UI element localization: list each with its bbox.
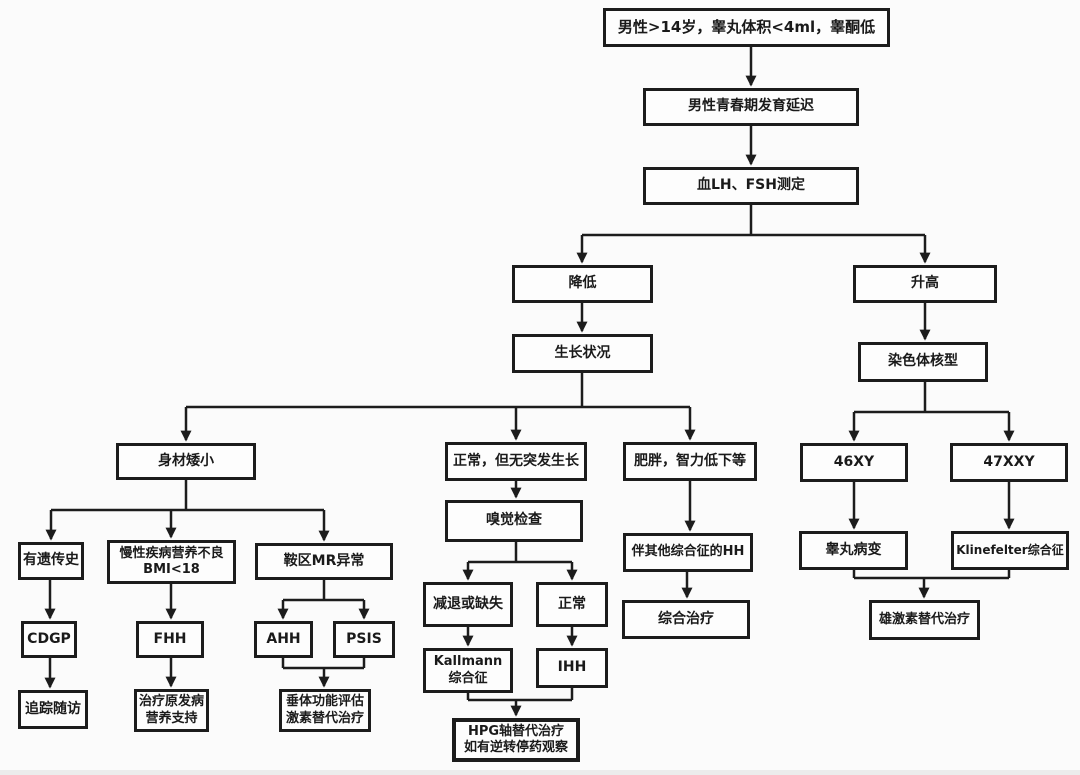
stem-lhfsh-split — [582, 205, 925, 237]
node-reduced-absent: 减退或缺失 — [423, 582, 513, 627]
bottom-edge — [0, 770, 1080, 775]
node-ahh: AHH — [254, 621, 313, 658]
node-klinefelter: Klinefelter综合征 — [951, 531, 1069, 570]
node-short-stature: 身材矮小 — [116, 443, 256, 480]
node-other-hh: 伴其他综合征的HH — [623, 533, 753, 572]
node-chronic-disease: 慢性疾病营养不良 BMI<18 — [107, 540, 236, 584]
node-androgen: 雄激素替代治疗 — [869, 600, 980, 640]
node-normal-no-spurt: 正常，但无突发生长 — [445, 442, 587, 481]
node-46xy: 46XY — [800, 443, 908, 482]
node-genetic-history: 有遗传史 — [18, 542, 84, 580]
stem-karyotype-split — [854, 382, 1009, 414]
stem-saddle-split — [283, 580, 364, 602]
stem-growth-split — [186, 373, 690, 409]
merge-kallmann-ihh — [466, 688, 574, 702]
node-lh-fsh: 血LH、FSH测定 — [643, 167, 859, 205]
node-obese: 肥胖，智力低下等 — [623, 442, 757, 481]
node-pituitary: 垂体功能评估 激素替代治疗 — [279, 689, 371, 732]
node-psis: PSIS — [333, 621, 395, 658]
stem-smell-split — [468, 542, 572, 564]
node-fhh: FHH — [136, 621, 204, 658]
node-comprehensive: 综合治疗 — [622, 600, 750, 639]
node-smell-test: 嗅觉检查 — [445, 500, 583, 542]
merge-ahh-psis — [281, 658, 366, 670]
node-47xxy: 47XXY — [950, 443, 1068, 482]
node-kallmann: Kallmann 综合征 — [423, 648, 513, 693]
node-growth: 生长状况 — [512, 334, 653, 373]
node-treat-primary: 治疗原发病 营养支持 — [134, 689, 209, 732]
node-low: 降低 — [512, 265, 653, 303]
node-follow-up: 追踪随访 — [18, 690, 88, 729]
merge-testis-klinefelter — [852, 570, 1011, 580]
node-high: 升高 — [853, 265, 997, 303]
node-cdgp: CDGP — [21, 621, 77, 658]
node-hpg: HPG轴替代治疗 如有逆转停药观察 — [452, 718, 580, 762]
node-karyotype: 染色体核型 — [858, 342, 988, 382]
node-delay: 男性青春期发育延迟 — [643, 88, 859, 126]
node-saddle-mr: 鞍区MR异常 — [255, 543, 393, 580]
node-ihh: IHH — [536, 648, 608, 688]
node-start: 男性>14岁，睾丸体积<4ml，睾酮低 — [603, 8, 890, 47]
stem-short-split — [51, 480, 324, 512]
node-testis-lesion: 睾丸病变 — [799, 531, 908, 570]
node-normal-smell: 正常 — [536, 582, 608, 627]
